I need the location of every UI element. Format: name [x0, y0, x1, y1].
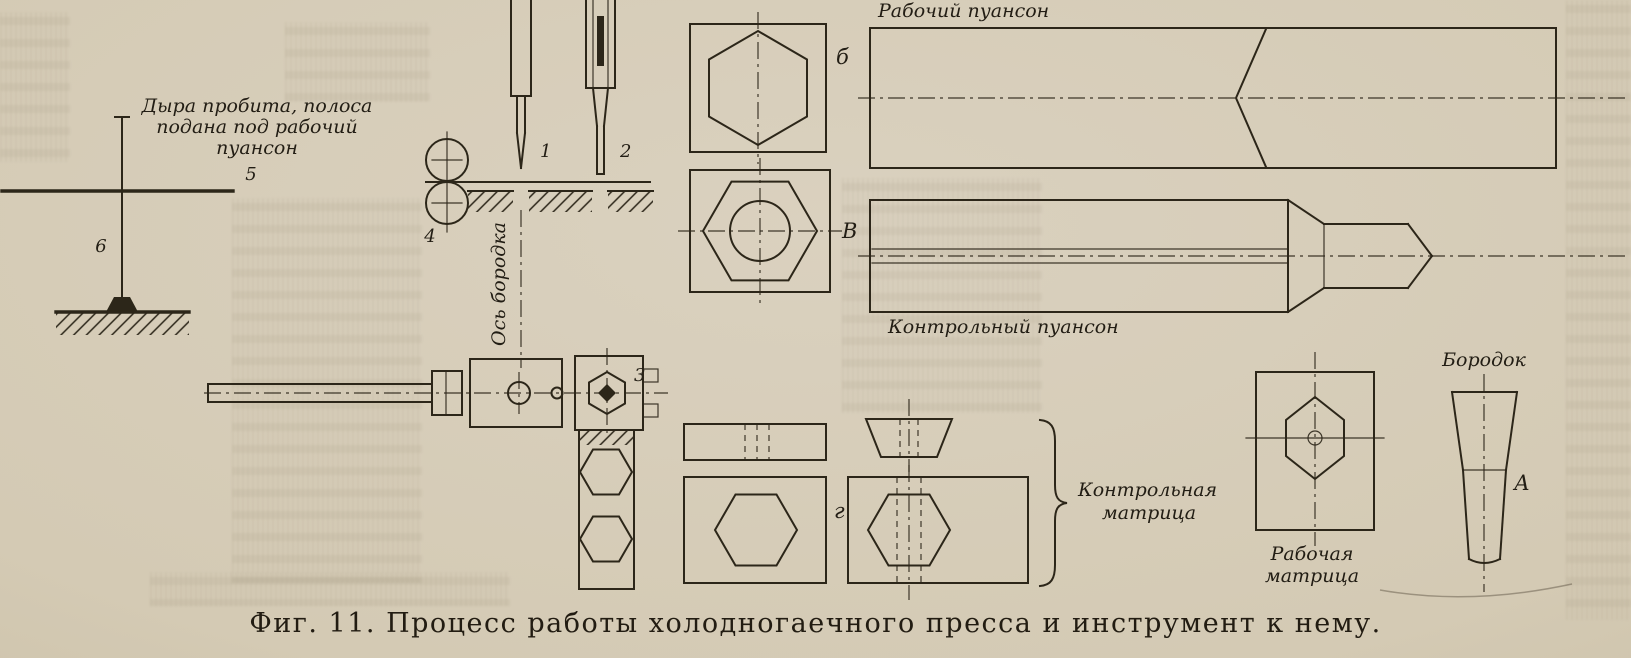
bleed-through-text [285, 22, 430, 102]
working-die-view: Рабочая матрица [1245, 352, 1385, 587]
nut-strip-plan [578, 429, 635, 590]
clamp [431, 370, 463, 416]
strip-and-pin-scheme: 6 [0, 116, 235, 335]
hex-hole [1285, 395, 1345, 481]
callout-5: 5 [245, 164, 256, 185]
label-letter-a: А [1512, 471, 1530, 495]
label-view-b: б [836, 45, 849, 69]
die-body [1255, 371, 1375, 531]
label-borodok: Бородок [1441, 349, 1526, 371]
bleed-through-text [150, 572, 510, 606]
nut-hex [578, 515, 634, 563]
callout-1: 1 [540, 141, 551, 162]
note-line-2: подана под рабочий [156, 116, 358, 138]
bleed-through-text [1566, 0, 1631, 620]
label-view-v: В [841, 219, 857, 243]
label-working-die-2: матрица [1265, 565, 1359, 587]
point-chevron [1234, 27, 1268, 169]
callout-6: 6 [95, 236, 106, 257]
bleed-through-text [0, 12, 70, 162]
nut-hex [713, 493, 799, 567]
view-v: В [678, 158, 857, 304]
nut-hex [578, 448, 634, 496]
callout-2: 2 [619, 141, 631, 162]
control-die-strips: г [683, 399, 1029, 600]
control-die-callout: Контрольная матрица [1038, 418, 1217, 588]
nut-hex [866, 493, 952, 567]
hatched-base [56, 313, 189, 335]
hex-hole [701, 180, 819, 282]
label-control-punch: Контрольный пуансон [887, 316, 1119, 338]
label-control-die-1: Контрольная [1077, 479, 1217, 501]
die-block-plan: 3 [204, 348, 668, 590]
view-b: б [689, 12, 849, 164]
note-line-3: пуансон [216, 137, 298, 159]
callout-3: 3 [634, 365, 645, 386]
pencil-mark [1379, 583, 1573, 598]
bleed-through-text [842, 178, 1042, 413]
working-punch-view: Рабочий пуансон [858, 0, 1628, 169]
label-control-die-2: матрица [1102, 502, 1196, 524]
press-schematic: 1 2 [423, 0, 654, 368]
borodok-punch [510, 0, 532, 170]
control-punch-view: Контрольный пуансон [858, 198, 1628, 338]
annotation-note: Дыра пробита, полоса подана под рабочий … [141, 95, 373, 185]
working-punch-holder [585, 0, 616, 175]
die-table [425, 181, 654, 212]
note-line-1: Дыра пробита, полоса [141, 95, 373, 117]
label-borodok-axis: Ось бородка [488, 222, 510, 346]
label-view-g: г [834, 499, 845, 523]
pin-foot [106, 297, 138, 312]
borodok-view: Бородок А [1379, 349, 1573, 598]
callout-4: 4 [423, 226, 435, 247]
label-working-die-1: Рабочая [1270, 543, 1354, 565]
figure-caption: Фиг. 11. Процесс работы холодногаечного … [249, 608, 1382, 639]
curly-brace [1038, 418, 1068, 588]
label-working-punch: Рабочий пуансон [877, 0, 1049, 22]
bleed-through-text [232, 198, 422, 583]
die-insert-section [864, 418, 954, 458]
